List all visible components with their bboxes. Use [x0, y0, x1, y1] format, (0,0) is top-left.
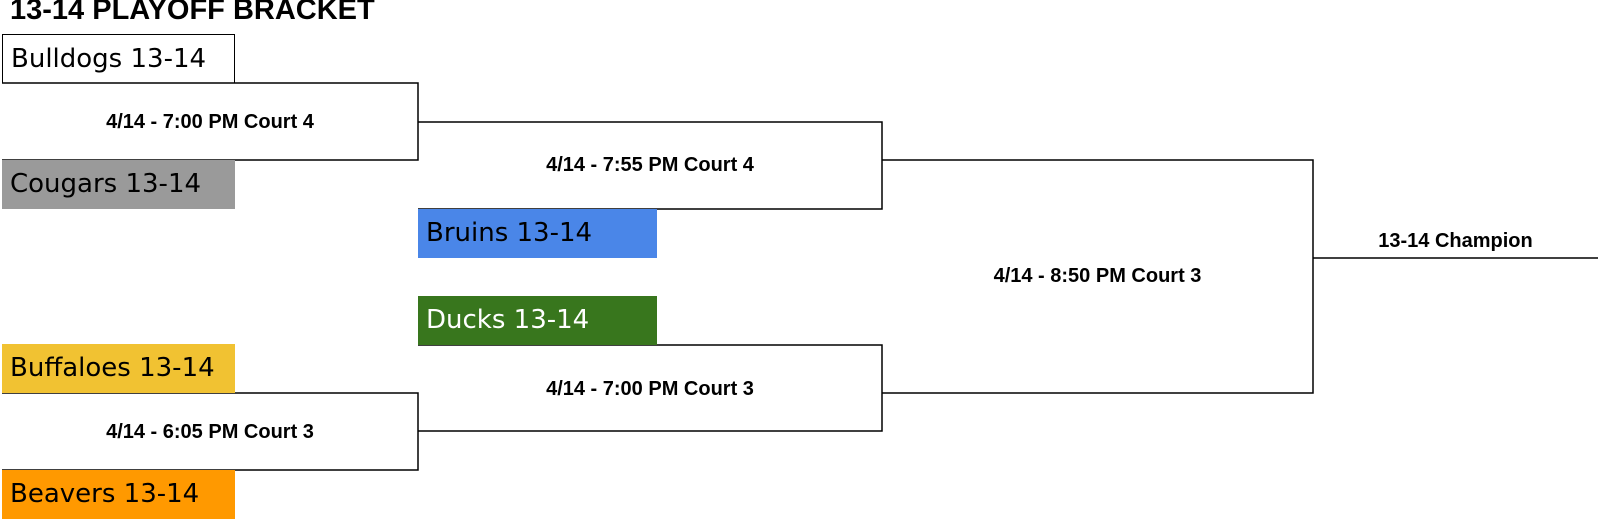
team-buffaloes: Buffaloes 13-14	[2, 344, 235, 393]
team-cougars: Cougars 13-14	[2, 160, 235, 209]
bracket-title: 13-14 PLAYOFF BRACKET	[10, 0, 375, 26]
team-bulldogs: Bulldogs 13-14	[2, 34, 235, 83]
team-buffaloes-label: Buffaloes 13-14	[10, 353, 215, 383]
team-ducks: Ducks 13-14	[418, 296, 657, 345]
bracket-lines	[2, 82, 1598, 471]
game1-label: 4/14 - 7:00 PM Court 4	[106, 111, 314, 133]
team-ducks-label: Ducks 13-14	[426, 305, 590, 335]
bracket-line-final	[882, 159, 1314, 394]
champion-label: 13-14 Champion	[1378, 230, 1533, 252]
team-bruins-label: Bruins 13-14	[426, 218, 593, 248]
game4-label: 4/14 - 7:00 PM Court 3	[546, 378, 754, 400]
final-label: 4/14 - 8:50 PM Court 3	[993, 265, 1202, 287]
team-cougars-label: Cougars 13-14	[10, 169, 202, 199]
game3-label: 4/14 - 7:55 PM Court 4	[546, 154, 754, 176]
team-beavers-label: Beavers 13-14	[10, 479, 200, 509]
game2-label: 4/14 - 6:05 PM Court 3	[106, 421, 314, 443]
team-bulldogs-label: Bulldogs 13-14	[11, 44, 207, 74]
bracket-line-game4	[418, 344, 883, 432]
team-beavers: Beavers 13-14	[2, 470, 235, 519]
team-bruins: Bruins 13-14	[418, 209, 657, 258]
